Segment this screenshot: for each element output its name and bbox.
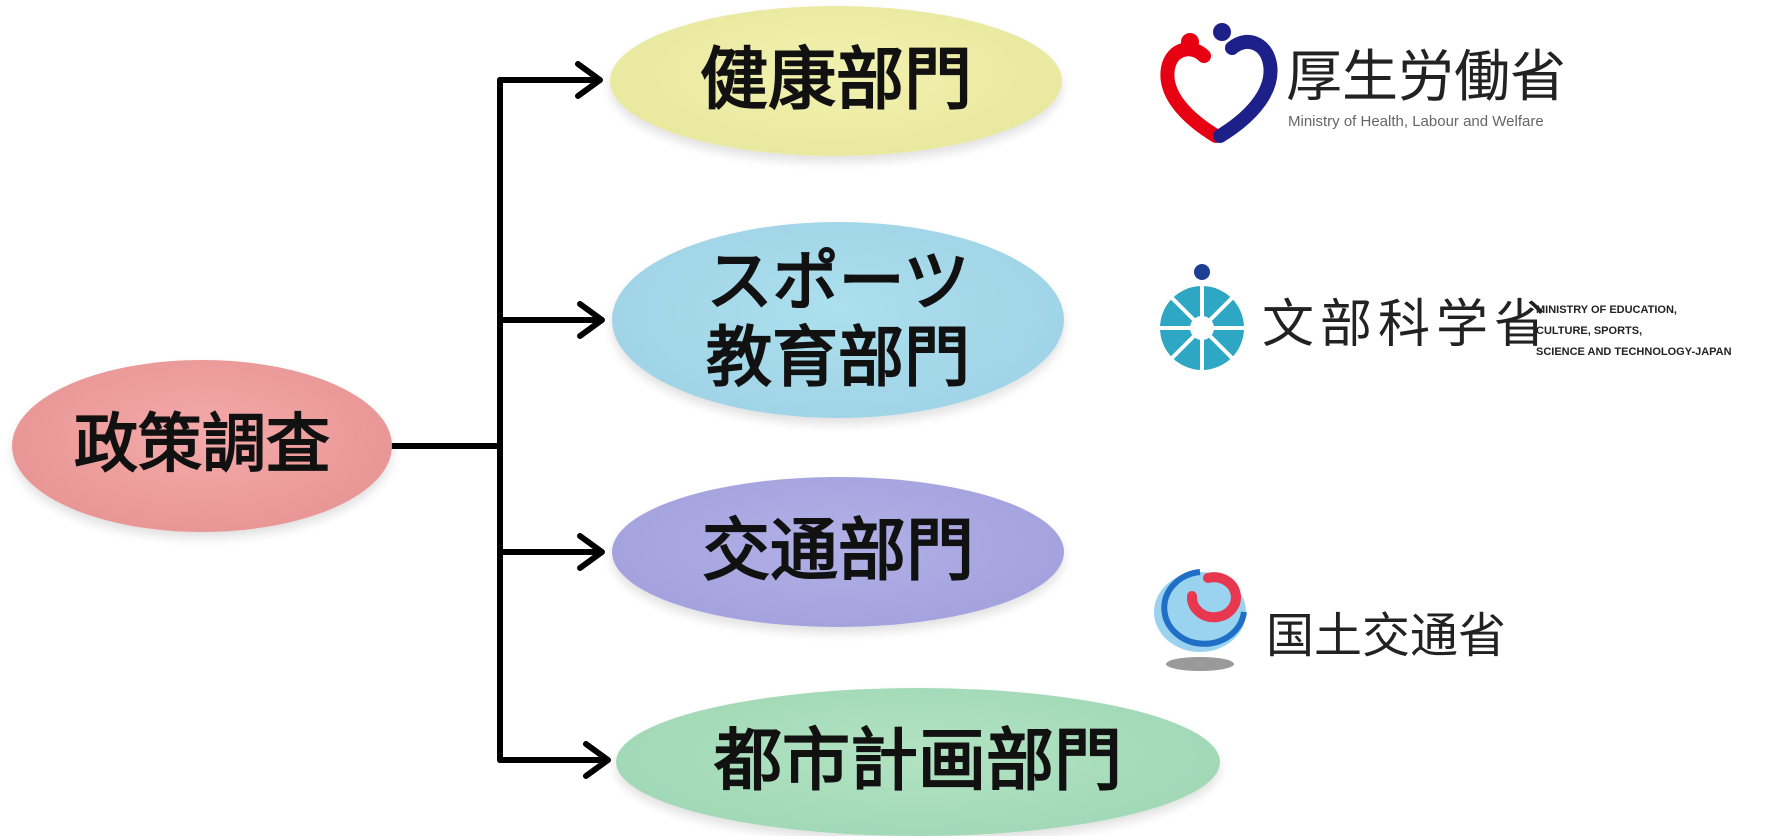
mext-emblem-icon bbox=[1160, 264, 1244, 370]
arrowhead-traffic bbox=[577, 533, 605, 571]
branch-label-sports-education: スポーツ 教育部門 bbox=[706, 243, 970, 396]
branch-node-urban-planning: 都市計画部門 bbox=[616, 688, 1220, 836]
arrowhead-health bbox=[575, 61, 603, 99]
root-node-policy-research: 政策調査 bbox=[12, 360, 392, 532]
mext-title: 文部科学省 bbox=[1262, 295, 1553, 355]
branch-node-traffic: 交通部門 bbox=[612, 477, 1064, 627]
branch-label-health: 健康部門 bbox=[699, 40, 972, 120]
mext-subtitle: MINISTRY OF EDUCATION, CULTURE, SPORTS, … bbox=[1536, 304, 1732, 358]
branch-node-health: 健康部門 bbox=[610, 6, 1062, 156]
mext-logo: 文部科学省 MINISTRY OF EDUCATION, CULTURE, SP… bbox=[1158, 262, 1768, 377]
branch-label-urban-planning: 都市計画部門 bbox=[713, 721, 1122, 801]
mlit-title: 国土交通省 bbox=[1266, 608, 1507, 664]
mhlw-title: 厚生労働省 bbox=[1286, 45, 1566, 110]
mhlw-logo: 厚生労働省 Ministry of Health, Labour and Wel… bbox=[1160, 18, 1630, 148]
branch-label-traffic: 交通部門 bbox=[701, 511, 974, 591]
arrowhead-sports bbox=[577, 301, 605, 339]
mlit-emblem-icon bbox=[1154, 569, 1247, 671]
branch-node-sports-education: スポーツ 教育部門 bbox=[612, 222, 1064, 418]
mhlw-subtitle: Ministry of Health, Labour and Welfare bbox=[1288, 113, 1544, 130]
arrowhead-urban bbox=[583, 741, 611, 779]
mhlw-emblem-icon bbox=[1160, 23, 1278, 143]
root-node-label: 政策調査 bbox=[74, 408, 330, 483]
mlit-logo: 国土交通省 bbox=[1148, 564, 1548, 676]
